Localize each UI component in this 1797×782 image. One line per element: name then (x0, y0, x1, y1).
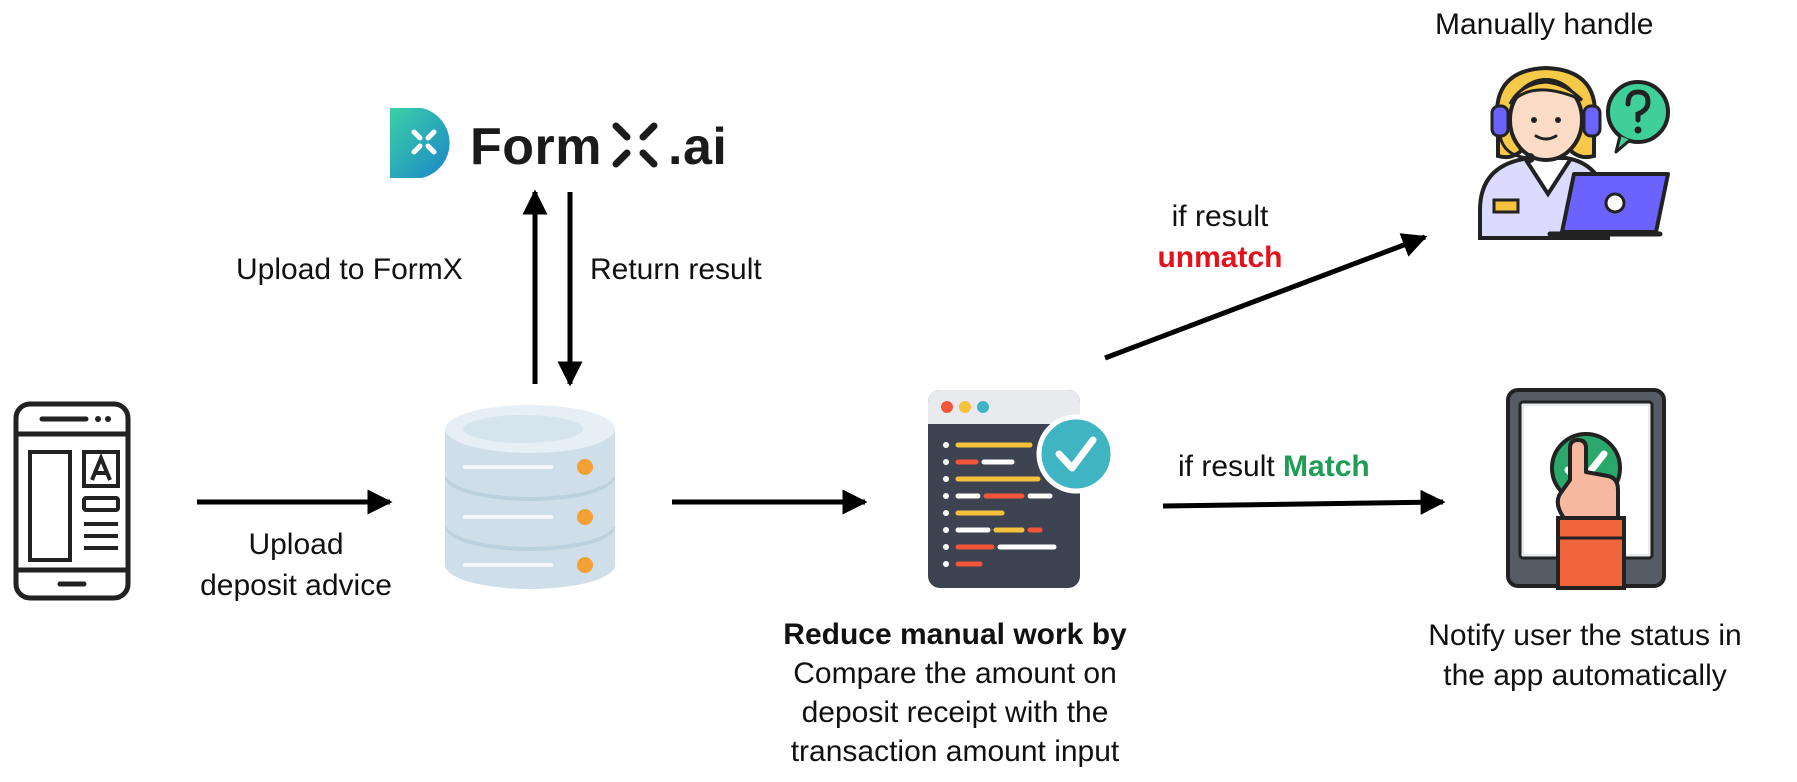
unmatch-prefix: if result (1171, 200, 1269, 233)
upload-deposit-line1: Upload (248, 528, 344, 561)
unmatch-keyword: unmatch (1157, 241, 1283, 274)
notify-user-label: Notify user the status in the app automa… (1375, 616, 1795, 696)
notify-line2: the app automatically (1443, 659, 1727, 692)
database-icon (445, 405, 615, 589)
code-check-icon (928, 390, 1116, 588)
upload-deposit-label: Upload deposit advice (163, 526, 429, 604)
reduce-manual-work-label: Reduce manual work by Compare the amount… (740, 615, 1170, 771)
arrow-match (1162, 489, 1446, 515)
formx-logo-icon (390, 108, 450, 178)
notify-line1: Notify user the status in (1428, 619, 1742, 652)
formx-x-mark-icon (612, 122, 658, 168)
tablet-approve-icon (1506, 388, 1666, 590)
reduce-title: Reduce manual work by (783, 618, 1127, 651)
phone-app-icon (13, 401, 131, 601)
upload-to-formx-label: Upload to FormX (236, 253, 463, 286)
reduce-line3: transaction amount input (790, 735, 1120, 768)
return-result-label: Return result (590, 253, 762, 286)
support-agent-icon (1478, 65, 1670, 240)
match-condition-label: if result Match (1178, 448, 1370, 485)
logo-text-form: Form (470, 118, 602, 176)
logo-text-ai: .ai (668, 118, 728, 176)
match-prefix: if result (1178, 450, 1284, 483)
upload-deposit-line2: deposit advice (200, 569, 392, 602)
formx-logo-text: Form .ai (470, 117, 727, 177)
match-keyword: Match (1283, 450, 1370, 483)
arrow-unmatch (1104, 233, 1428, 361)
reduce-line1: Compare the amount on (793, 657, 1117, 690)
manually-handle-label: Manually handle (1435, 8, 1654, 41)
reduce-line2: deposit receipt with the (801, 696, 1109, 729)
unmatch-condition-label: if result unmatch (1120, 198, 1320, 276)
